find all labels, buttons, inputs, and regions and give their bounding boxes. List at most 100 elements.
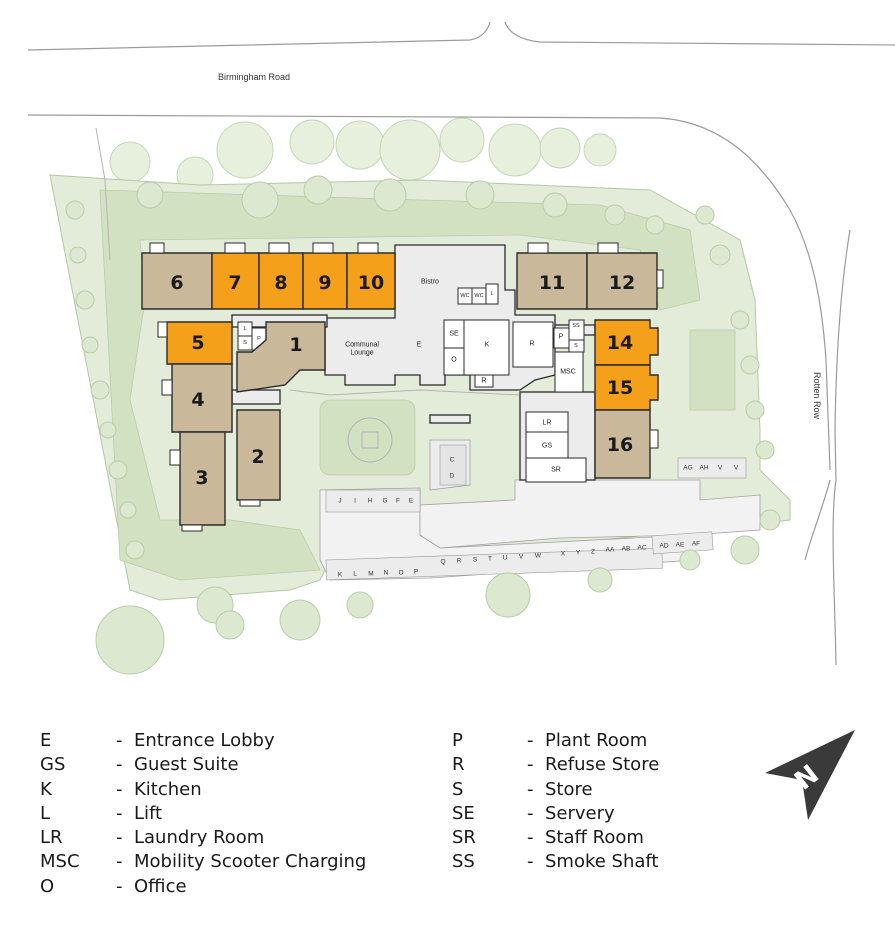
legend-dash: -: [527, 851, 534, 873]
room-label: P: [559, 334, 564, 341]
legend-item: SR-Staff Room: [452, 827, 712, 851]
legend-abbr: R: [452, 754, 465, 776]
bay-label: J: [338, 498, 341, 505]
legend-desc: Servery: [545, 802, 615, 824]
room-label: S: [243, 340, 247, 346]
unit-number: 3: [195, 467, 208, 489]
unit-2[interactable]: [236, 409, 281, 501]
bay-label: C: [450, 457, 455, 464]
bay-label: F: [396, 498, 400, 505]
unit-number: 8: [274, 272, 287, 294]
bay-label: Y: [576, 550, 581, 557]
room-label: S: [574, 343, 578, 349]
unit-3[interactable]: [179, 431, 226, 526]
bay-label: P: [414, 569, 418, 576]
legend-dash: -: [116, 802, 123, 824]
footpaths: [95, 127, 521, 463]
legend-left-column: E-Entrance Lobby GS-Guest Suite K-Kitche…: [40, 730, 420, 900]
unit-number: 1: [289, 334, 302, 356]
unit-10[interactable]: [346, 252, 396, 310]
legend-dash: -: [527, 778, 534, 800]
bay-label: V: [519, 554, 524, 561]
bay-label: AC: [637, 545, 646, 552]
unit-number: 11: [539, 272, 565, 294]
room-label: O: [451, 357, 457, 364]
unit-number: 10: [358, 272, 384, 294]
legend-abbr: E: [40, 730, 52, 751]
room-label: SR: [551, 467, 561, 474]
bay-label: AF: [692, 541, 700, 548]
legend-dash: -: [116, 827, 123, 849]
room-label: MSC: [560, 369, 576, 376]
unit-4[interactable]: [171, 363, 233, 433]
legend-abbr: S: [452, 778, 464, 800]
unit-number: 14: [607, 332, 633, 354]
bay-label: AD: [659, 543, 668, 550]
roadside-trees: [109, 117, 617, 194]
site-plan-map: Birmingham Road Rotten Row J I H G: [27, 21, 895, 675]
legend-abbr: SR: [452, 827, 476, 849]
legend-dash: -: [116, 754, 123, 776]
room-label: R: [529, 341, 534, 348]
legend-desc: Smoke Shaft: [545, 851, 659, 873]
room-label: Communal: [345, 342, 379, 349]
legend-dash: -: [116, 851, 123, 873]
legend-desc: Kitchen: [134, 778, 202, 800]
unit-number: 15: [607, 377, 633, 399]
legend-dash: -: [527, 827, 534, 849]
legend-item: MSC-Mobility Scooter Charging: [40, 851, 420, 875]
legend-dash: -: [116, 875, 123, 897]
bay-label: K: [338, 572, 343, 579]
unit-number: 12: [609, 272, 635, 294]
unit-number: 2: [251, 446, 264, 468]
legend-dash: -: [527, 730, 534, 751]
bay-label: AA: [606, 547, 615, 554]
legend-item: E-Entrance Lobby: [40, 730, 420, 754]
bay-label: AE: [676, 542, 685, 549]
bay-label: AH: [699, 465, 708, 472]
unit-number: 9: [318, 272, 331, 294]
legend-abbr: O: [40, 875, 55, 897]
unit-numbers: 6 7 8 9 10 11 12 5 1 14 15 4 2 16 3: [170, 272, 635, 489]
legend-desc: Guest Suite: [134, 754, 239, 776]
unit-16[interactable]: [594, 409, 651, 479]
legend-item: S -Store: [452, 779, 712, 803]
unit-12[interactable]: [586, 252, 658, 310]
legend-item: K-Kitchen: [40, 779, 420, 803]
room-label: L: [243, 326, 246, 332]
bay-label: W: [535, 553, 542, 560]
unit-1[interactable]: [236, 321, 326, 393]
legend-item: SS-Smoke Shaft: [452, 851, 712, 875]
legend-dash: -: [527, 754, 534, 776]
bay-label: V: [734, 465, 739, 472]
unit-bays: [149, 242, 664, 532]
legend-item: O -Office: [40, 876, 420, 900]
room-label: Bistro: [421, 279, 439, 286]
bay-label: X: [561, 551, 566, 558]
road-network: [27, 21, 895, 666]
unit-number: 7: [228, 272, 241, 294]
car-park: [319, 439, 761, 581]
bay-label: I: [354, 498, 356, 505]
north-arrow-icon: N: [765, 730, 855, 820]
room-label: K: [485, 342, 490, 349]
bay-label: G: [382, 498, 387, 505]
legend-item: GS-Guest Suite: [40, 754, 420, 778]
legend-desc: Store: [545, 778, 593, 800]
legend-item: SE-Servery: [452, 803, 712, 827]
room-label: GS: [542, 443, 552, 450]
lawns: [99, 189, 736, 581]
room-label: P: [257, 336, 261, 342]
residential-units: [141, 252, 659, 526]
room-label: L: [490, 291, 493, 297]
legend-desc: Office: [134, 875, 187, 897]
bay-label: AG: [683, 465, 692, 472]
bay-label: Z: [591, 549, 595, 556]
bay-label: L: [353, 571, 357, 578]
bay-label: O: [398, 570, 403, 577]
room-label: E: [417, 342, 422, 349]
legend-item: L-Lift: [40, 803, 420, 827]
unit-number: 5: [191, 332, 204, 354]
room-label: LR: [543, 420, 552, 427]
unit-number: 16: [607, 434, 633, 456]
